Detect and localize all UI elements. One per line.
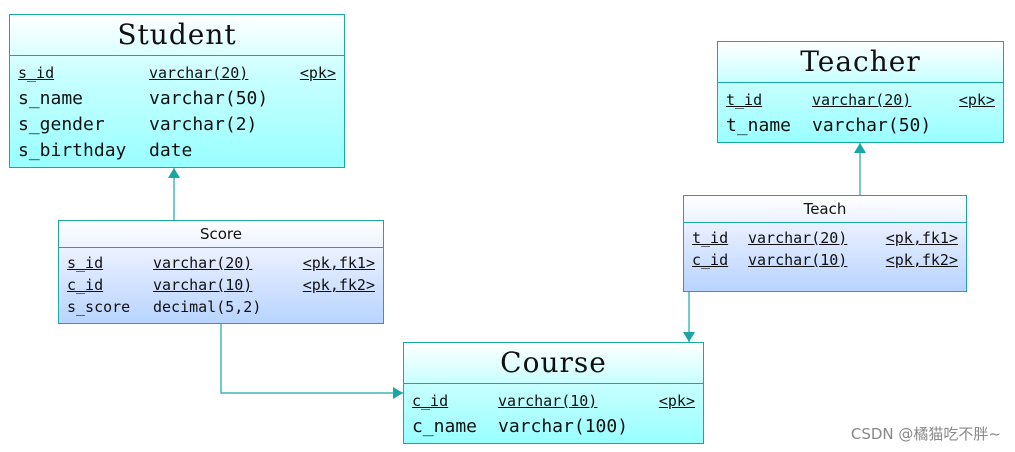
entity-title: Teacher <box>718 42 1003 83</box>
attribute-type: varchar(20) <box>149 64 249 82</box>
attribute-type: varchar(10) <box>498 392 598 410</box>
entity-title: Score <box>59 221 383 248</box>
attribute-row: s_id varchar(20) <pk,fk1> <box>67 252 375 274</box>
attribute-type: decimal(5,2) <box>153 298 262 316</box>
attribute-type: varchar(2) <box>149 114 258 135</box>
attribute-row: t_id varchar(20) <pk,fk1> <box>692 227 958 249</box>
attribute-row: s_id varchar(20) <pk> <box>18 60 336 86</box>
attribute-name: s_id <box>18 64 55 82</box>
attribute-row: t_id varchar(20) <pk> <box>726 87 995 113</box>
attribute-name: t_name <box>726 115 792 136</box>
entity-course[interactable]: Course c_id varchar(10) <pk> c_name varc… <box>403 342 704 444</box>
attribute-row: s_birthday date <box>18 138 336 164</box>
attribute-key: <pk,fk2> <box>302 276 375 294</box>
attribute-row: c_id varchar(10) <pk> <box>412 388 695 414</box>
entity-teach[interactable]: Teach t_id varchar(20) <pk,fk1> c_id var… <box>683 195 967 292</box>
attribute-type: varchar(10) <box>748 251 848 269</box>
attribute-name: c_name <box>412 416 478 437</box>
attribute-name: s_id <box>67 254 104 272</box>
attribute-name: s_birthday <box>18 140 127 161</box>
entity-student[interactable]: Student s_id varchar(20) <pk> s_name var… <box>9 14 345 168</box>
attribute-row: s_gender varchar(2) <box>18 112 336 138</box>
attribute-type: varchar(20) <box>748 229 848 247</box>
entity-score[interactable]: Score s_id varchar(20) <pk,fk1> c_id var… <box>58 220 384 324</box>
entity-title: Student <box>10 15 344 56</box>
attribute-name: s_name <box>18 88 84 109</box>
attribute-type: varchar(20) <box>153 254 253 272</box>
attribute-row: t_name varchar(50) <box>726 113 995 139</box>
attribute-name: c_id <box>692 251 729 269</box>
attribute-list: c_id varchar(10) <pk> c_name varchar(100… <box>404 384 703 444</box>
attribute-name: s_score <box>67 298 131 316</box>
attribute-row: c_id varchar(10) <pk,fk2> <box>67 274 375 296</box>
attribute-list: t_id varchar(20) <pk> t_name varchar(50) <box>718 83 1003 143</box>
link-score-course <box>220 324 403 399</box>
attribute-name: s_gender <box>18 114 105 135</box>
attribute-name: c_id <box>412 392 449 410</box>
entity-title: Teach <box>684 196 966 223</box>
attribute-name: t_id <box>692 229 729 247</box>
attribute-row: s_name varchar(50) <box>18 86 336 112</box>
attribute-type: varchar(10) <box>153 276 253 294</box>
attribute-type: varchar(100) <box>498 416 629 437</box>
attribute-type: date <box>149 140 193 161</box>
attribute-row: s_score decimal(5,2) <box>67 296 375 318</box>
attribute-row: c_name varchar(100) <box>412 414 695 440</box>
attribute-key: <pk> <box>958 91 995 109</box>
watermark-text: CSDN @橘猫吃不胖~ <box>850 425 1001 443</box>
attribute-type: varchar(50) <box>149 88 269 109</box>
attribute-type: varchar(50) <box>812 115 932 136</box>
entity-title: Course <box>404 343 703 384</box>
attribute-list: s_id varchar(20) <pk,fk1> c_id varchar(1… <box>59 248 383 322</box>
attribute-list: s_id varchar(20) <pk> s_name varchar(50)… <box>10 56 344 168</box>
attribute-key: <pk,fk1> <box>885 229 958 247</box>
attribute-list: t_id varchar(20) <pk,fk1> c_id varchar(1… <box>684 223 966 275</box>
attribute-key: <pk,fk1> <box>302 254 375 272</box>
attribute-key: <pk> <box>658 392 695 410</box>
attribute-key: <pk> <box>299 64 336 82</box>
attribute-key: <pk,fk2> <box>885 251 958 269</box>
attribute-row: c_id varchar(10) <pk,fk2> <box>692 249 958 271</box>
entity-teacher[interactable]: Teacher t_id varchar(20) <pk> t_name var… <box>717 41 1004 143</box>
attribute-type: varchar(20) <box>812 91 912 109</box>
attribute-name: c_id <box>67 276 104 294</box>
attribute-name: t_id <box>726 91 763 109</box>
